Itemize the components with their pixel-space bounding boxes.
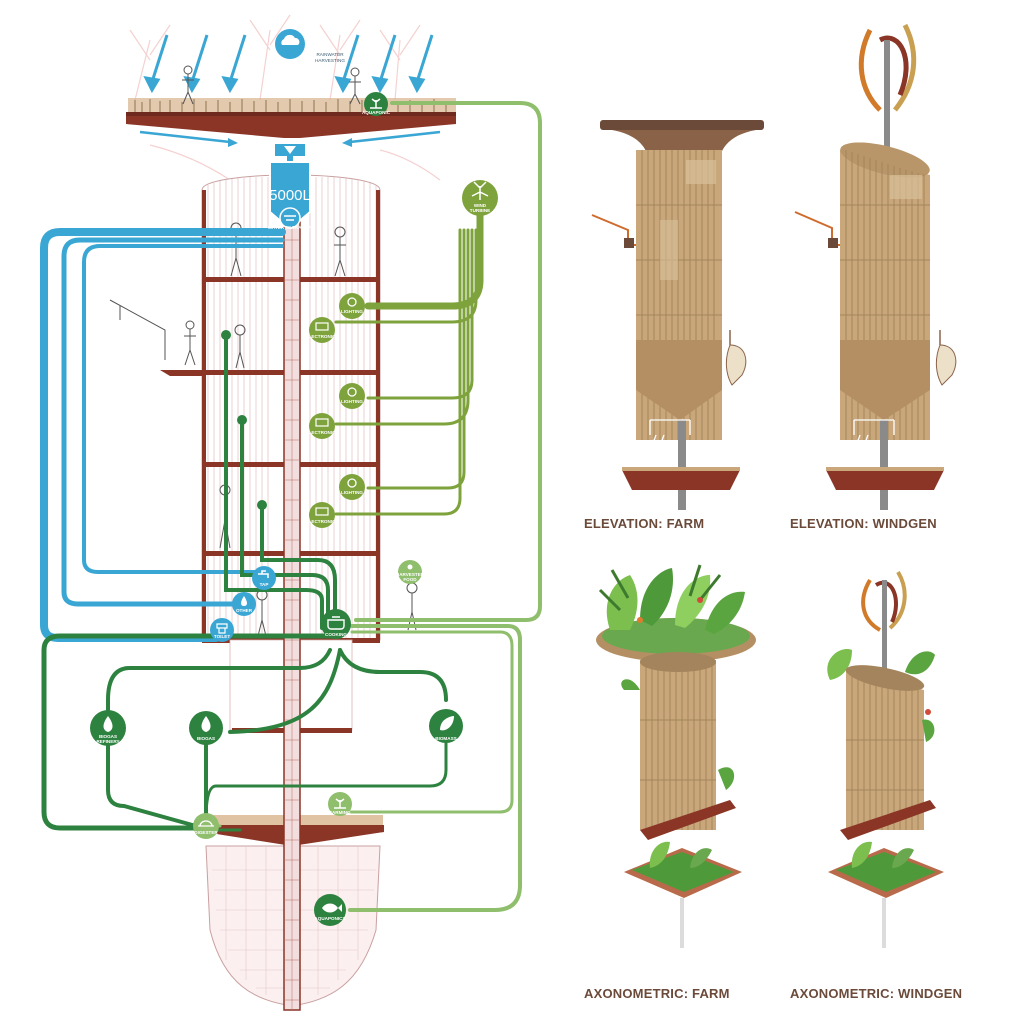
tank-label: WATER FILTRATION <box>268 225 313 230</box>
node-toilet: TOILET <box>210 618 234 642</box>
axo-windgen-slats <box>846 672 924 830</box>
axo-windgen-turbine <box>861 570 907 632</box>
axonometric-windgen <box>827 570 944 948</box>
aquaponic-label-1: AQUAPONIC <box>362 110 391 115</box>
caption-axonometric-windgen-text: AXONOMETRIC: WINDGEN <box>790 986 963 1001</box>
electronics-1-label: ELECTRONICS <box>306 334 339 339</box>
plant-icon <box>370 98 382 109</box>
person-icon <box>407 564 413 570</box>
axonometric-farm <box>596 564 756 948</box>
filter-icon <box>284 215 296 221</box>
electronics-2-label: ELECTRONICS <box>306 430 339 435</box>
leaf-icon <box>440 716 454 731</box>
water-tank: 5000L WATER FILTRATION <box>268 144 313 230</box>
roof-people <box>182 65 361 105</box>
fish-icon <box>322 903 342 913</box>
laptop-icon <box>315 322 329 331</box>
bulb-icon <box>347 387 357 397</box>
roof-platform <box>126 65 456 147</box>
wind-turbine-label-2: TURBINE <box>470 208 490 213</box>
node-aquaponic: AQUAPONIC <box>362 92 391 116</box>
digester-label: DIGESTER <box>194 830 218 835</box>
electronics-3-label: ELECTRONICS <box>306 519 339 524</box>
tank-capacity: 5000L <box>269 187 311 204</box>
lighting-3-label: LIGHTING <box>341 490 363 495</box>
windgen-turbine <box>858 23 917 112</box>
tower-slats <box>207 177 377 640</box>
laptop-icon <box>315 507 329 516</box>
rainwater-label-2: HARVESTING <box>315 58 345 63</box>
wind-turbine-label-1: WIND <box>474 203 487 208</box>
node-digester: DIGESTER <box>193 813 219 839</box>
flow-end-dots <box>221 330 267 510</box>
harvested-food-label-2: FOOD <box>403 577 417 582</box>
plant-icon <box>334 798 346 809</box>
laptop-icon <box>315 418 329 427</box>
lighting-1-label: LIGHTING <box>341 309 363 314</box>
node-biogas-refinery: BIOGAS REFINERY <box>90 710 126 746</box>
rainwater-label-1: RAINWATER <box>316 52 344 57</box>
elev-farm-slats <box>636 150 722 440</box>
rain-arrows <box>143 34 434 94</box>
node-aquaponics: AQUAPONICS <box>314 894 346 926</box>
caption-elevation-windgen-text: ELEVATION: WINDGEN <box>790 516 937 531</box>
cooking-label: COOKING <box>325 632 347 637</box>
caption-axonometric-farm-text: AXONOMETRIC: FARM <box>584 986 730 1001</box>
water-drop-icon <box>241 596 247 606</box>
flame-icon <box>103 716 113 732</box>
harvested-food-label-1: HARVESTED <box>396 572 425 577</box>
background-sketch <box>129 14 441 181</box>
section-diagram: RAINWATER HARVESTING AQUAPONIC 5000L WAT… <box>40 14 542 1011</box>
axo-farm-slats <box>640 664 716 830</box>
tap-label: TAP <box>260 582 269 587</box>
wind-power-lines <box>334 211 484 516</box>
aquaponics-label: AQUAPONICS <box>314 916 345 921</box>
node-biomass: BIOMASS <box>429 709 463 743</box>
farming-label: FARMING <box>329 810 351 815</box>
biogas-refinery-label-1: BIOGAS <box>99 734 117 739</box>
node-tap: TAP <box>252 566 276 590</box>
tap-icon <box>258 570 269 578</box>
node-harvested-food: HARVESTED FOOD <box>396 560 425 584</box>
cloud-rain-icon <box>281 34 300 45</box>
elevation-windgen <box>794 23 957 510</box>
biomass-label: BIOMASS <box>435 736 456 741</box>
node-electronics-3: ELECTRONICS <box>306 502 339 528</box>
node-lighting-2: LIGHTING <box>339 383 365 409</box>
digester-icon <box>198 820 214 827</box>
node-other: OTHER <box>232 592 256 616</box>
node-electronics-1: ELECTRONICS <box>306 317 339 343</box>
tower-body <box>109 164 418 1011</box>
organic-flow-lines <box>41 333 448 832</box>
biogas-refinery-label-2: REFINERY <box>96 739 119 744</box>
node-farming: FARMING <box>328 792 352 816</box>
node-lighting-1: LIGHTING <box>339 293 365 319</box>
toilet-icon <box>216 623 228 634</box>
elev-windgen-slats <box>840 150 930 440</box>
wind-turbine-icon <box>471 181 489 200</box>
biogas-label: BIOGAS <box>197 736 215 741</box>
node-cooking: COOKING <box>321 609 351 639</box>
node-biogas: BIOGAS <box>189 711 223 745</box>
axo-farm-foliage <box>596 564 756 662</box>
node-electronics-2: ELECTRONICS <box>306 413 339 439</box>
flame-icon <box>201 716 211 732</box>
lighting-2-label: LIGHTING <box>341 399 363 404</box>
node-wind-turbine: WIND TURBINE <box>462 180 498 216</box>
other-label: OTHER <box>236 608 253 613</box>
node-lighting-3: LIGHTING <box>339 474 365 500</box>
node-rainwater: RAINWATER HARVESTING <box>275 29 345 63</box>
crane-arm <box>109 299 196 366</box>
bulb-icon <box>347 478 357 488</box>
organic-return-lines <box>204 101 542 912</box>
elevation-farm <box>591 120 764 510</box>
bulb-icon <box>347 297 357 307</box>
caption-elevation-farm-text: ELEVATION: FARM <box>584 516 705 531</box>
toilet-label: TOILET <box>214 634 230 639</box>
pot-icon <box>327 616 345 630</box>
